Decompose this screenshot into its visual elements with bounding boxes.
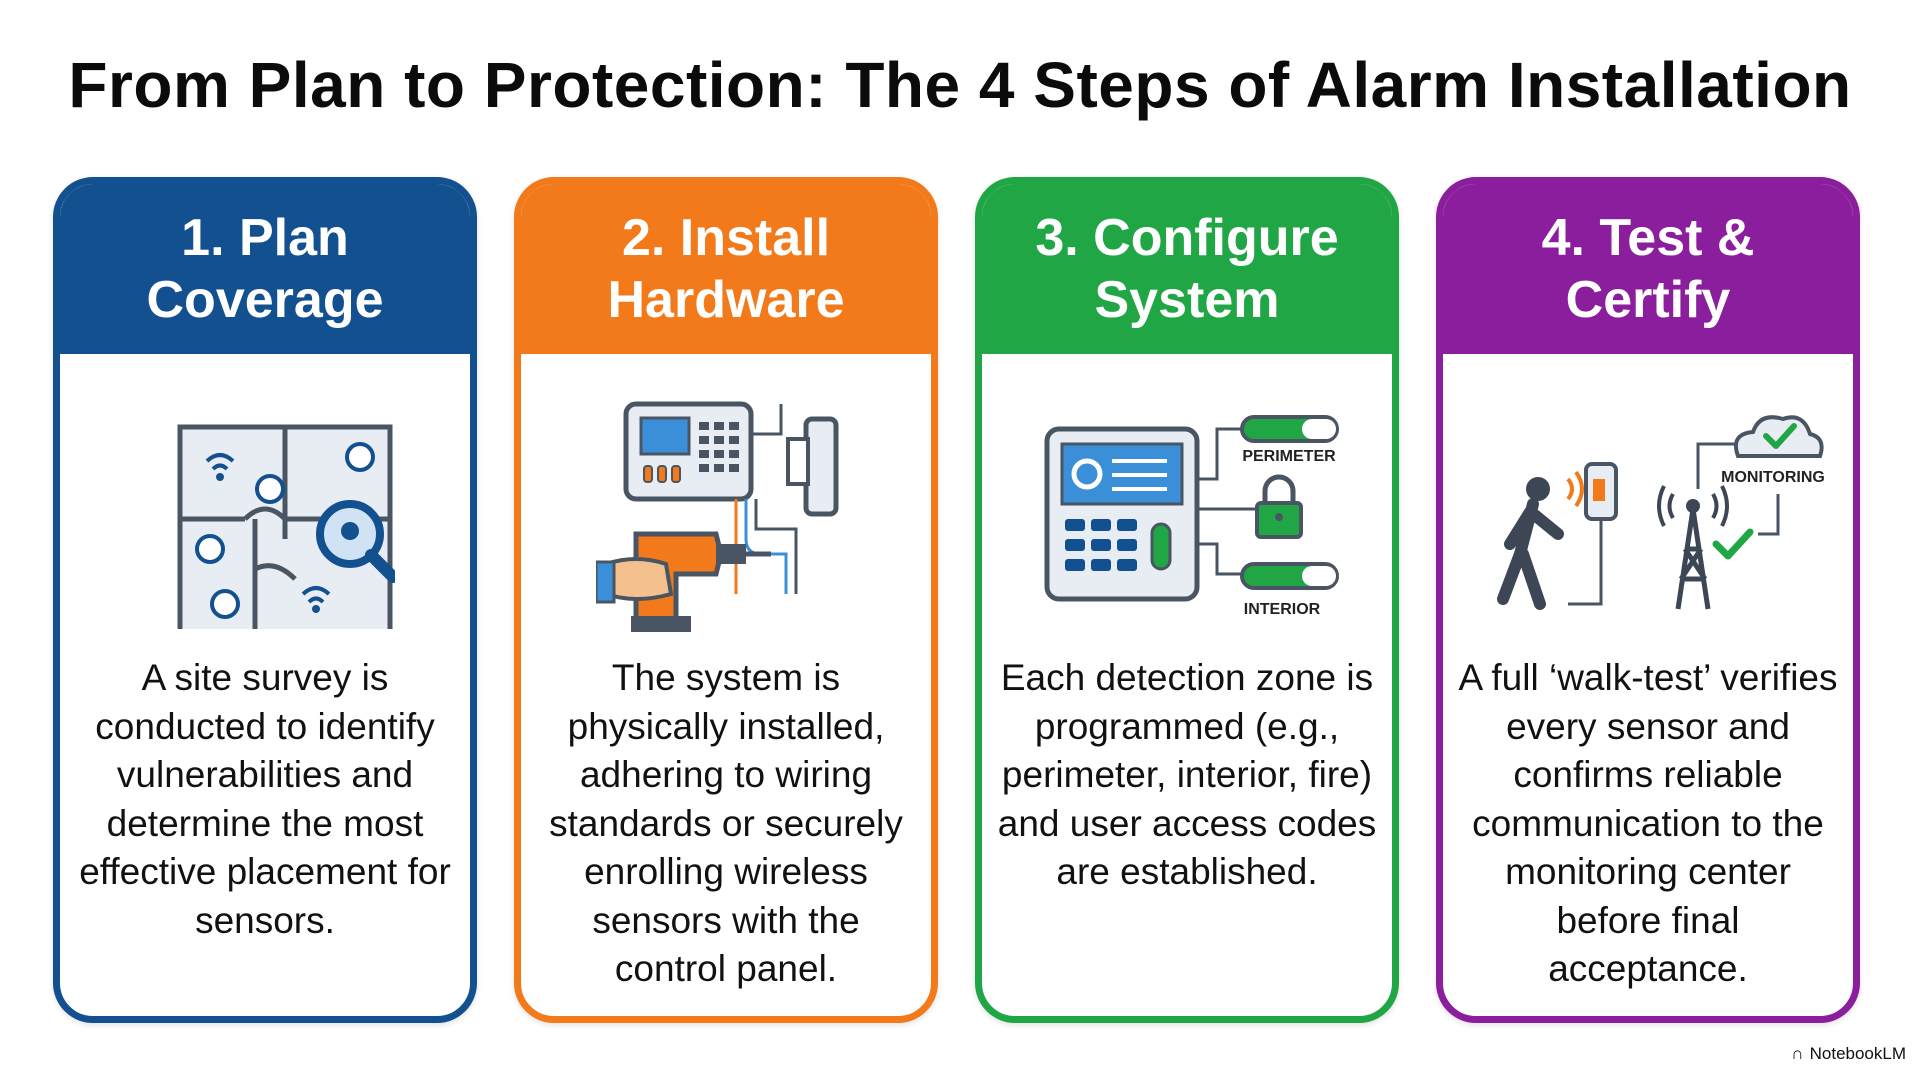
perimeter-label: PERIMETER (1242, 448, 1336, 465)
step-title-line2: Certify (1565, 271, 1731, 329)
step-title-line1: 4. Test & (1541, 209, 1755, 267)
step-title-line1: 3. Configure (1035, 209, 1339, 267)
monitoring-label: MONITORING (1721, 469, 1825, 486)
step-card-plan: 1. Plan Coverage (53, 177, 477, 1023)
walk-test-tower-icon: MONITORING (1443, 384, 1853, 644)
step-description: The system is physically installed, adhe… (549, 657, 903, 989)
step-card-configure: 3. Configure System PERIME (975, 177, 1399, 1023)
step-title-line2: System (1094, 271, 1280, 329)
interior-label: INTERIOR (1244, 601, 1321, 618)
control-panel-drill-icon (521, 384, 931, 644)
brand-label: NotebookLM (1809, 1044, 1906, 1063)
step-description: A full ‘walk-test’ verifies every sensor… (1458, 657, 1838, 989)
keypad-zones-icon: PERIMETER INTERIOR (982, 384, 1392, 644)
step-header-test: 4. Test & Certify (1443, 184, 1853, 354)
step-title-line1: 2. Install (621, 209, 831, 267)
step-header-plan: 1. Plan Coverage (60, 184, 470, 354)
step-title-line2: Hardware (607, 271, 845, 329)
brand-mark: ∩ NotebookLM (1791, 1044, 1906, 1064)
step-title-line1: 1. Plan (181, 209, 349, 267)
step-description: Each detection zone is programmed (e.g.,… (997, 657, 1377, 892)
step-description: A site survey is conducted to identify v… (79, 657, 451, 941)
floor-plan-magnifier-icon (60, 384, 470, 644)
notebook-icon: ∩ (1791, 1044, 1804, 1063)
step-header-install: 2. Install Hardware (521, 184, 931, 354)
step-header-configure: 3. Configure System (982, 184, 1392, 354)
page-title: From Plan to Protection: The 4 Steps of … (68, 49, 1852, 121)
step-card-test: 4. Test & Certify (1436, 177, 1860, 1023)
step-card-install: 2. Install Hardware (514, 177, 938, 1023)
step-title-line2: Coverage (146, 271, 384, 329)
